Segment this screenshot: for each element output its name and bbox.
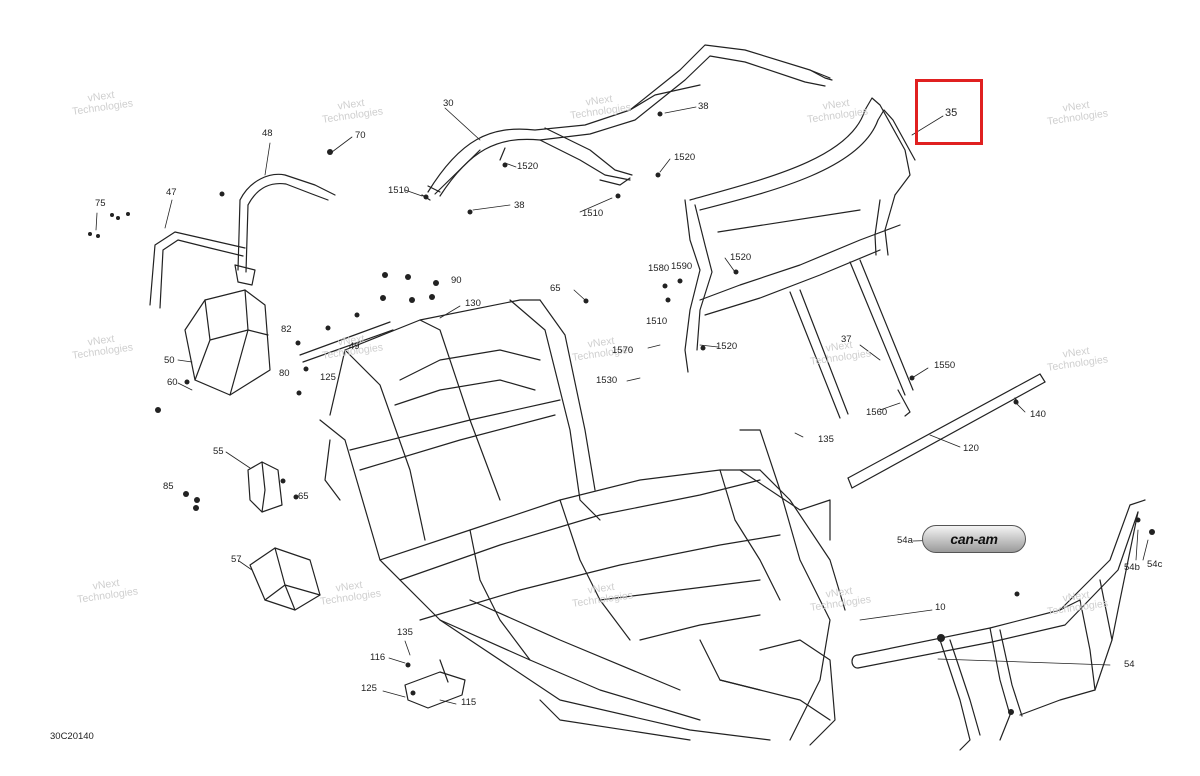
callout-54b[interactable]: 54b: [1124, 562, 1140, 573]
rear-struts: [789, 259, 914, 419]
callout-140[interactable]: 140: [1030, 409, 1046, 420]
callout-120[interactable]: 120: [963, 443, 979, 454]
callout-30[interactable]: 30: [443, 98, 454, 109]
bracket-115: [404, 659, 466, 709]
callout-135[interactable]: 135: [397, 627, 413, 638]
can-am-logo-decal[interactable]: can-am: [922, 525, 1026, 553]
fasteners: [88, 111, 1155, 715]
callout-1520[interactable]: 1520: [517, 161, 539, 172]
side-rail: [847, 373, 1046, 489]
callout-1510[interactable]: 1510: [388, 185, 410, 196]
logo-text: can-am: [950, 531, 998, 547]
callout-82[interactable]: 82: [281, 324, 292, 335]
callout-135[interactable]: 135: [818, 434, 834, 445]
callout-85[interactable]: 85: [163, 481, 174, 492]
callout-54a[interactable]: 54a: [897, 535, 913, 546]
callout-65[interactable]: 65: [298, 491, 309, 502]
callout-50[interactable]: 50: [164, 355, 175, 366]
callout-116[interactable]: 116: [370, 652, 386, 663]
highlight-box[interactable]: [915, 79, 983, 145]
callout-48[interactable]: 48: [262, 128, 273, 139]
callout-55[interactable]: 55: [213, 446, 224, 457]
callout-125[interactable]: 125: [320, 372, 336, 383]
callout-35[interactable]: 35: [945, 107, 958, 119]
callout-125[interactable]: 125: [361, 683, 377, 694]
callout-47[interactable]: 47: [166, 187, 177, 198]
callout-57[interactable]: 57: [231, 554, 242, 565]
callout-90[interactable]: 90: [451, 275, 462, 286]
callout-1570[interactable]: 1570: [612, 345, 634, 356]
callout-60[interactable]: 60: [167, 377, 178, 388]
callout-70[interactable]: 70: [355, 130, 366, 141]
callout-80[interactable]: 80: [279, 368, 290, 379]
callout-115[interactable]: 115: [461, 697, 477, 708]
callout-10[interactable]: 10: [935, 602, 946, 613]
callout-130[interactable]: 130: [465, 298, 481, 309]
callout-1580[interactable]: 1580: [648, 263, 670, 274]
callout-1520[interactable]: 1520: [716, 341, 738, 352]
bracket-50: [184, 289, 271, 396]
callout-38[interactable]: 38: [698, 101, 709, 112]
callout-75[interactable]: 75: [95, 198, 106, 209]
rear-roll-cage: [684, 97, 916, 373]
callout-1590[interactable]: 1590: [671, 261, 693, 272]
callout-1520[interactable]: 1520: [674, 152, 696, 163]
callout-38[interactable]: 38: [514, 200, 525, 211]
callout-65[interactable]: 65: [550, 283, 561, 294]
callout-1520[interactable]: 1520: [730, 252, 752, 263]
main-chassis-frame: [319, 299, 846, 746]
callout-1530[interactable]: 1530: [596, 375, 618, 386]
bracket-55: [247, 461, 283, 513]
left-side-bars: [149, 173, 336, 309]
front-roll-cage: [421, 44, 833, 201]
rail-49: [299, 321, 394, 363]
callout-49[interactable]: 49: [349, 341, 360, 352]
bracket-57: [249, 547, 321, 611]
callout-1550[interactable]: 1550: [934, 360, 956, 371]
callout-37[interactable]: 37: [841, 334, 852, 345]
callout-1510[interactable]: 1510: [582, 208, 604, 219]
callout-54c[interactable]: 54c: [1147, 559, 1163, 570]
callout-54[interactable]: 54: [1124, 659, 1135, 670]
callout-1560[interactable]: 1560: [866, 407, 888, 418]
diagram-code: 30C20140: [50, 731, 94, 742]
callout-1510[interactable]: 1510: [646, 316, 668, 327]
